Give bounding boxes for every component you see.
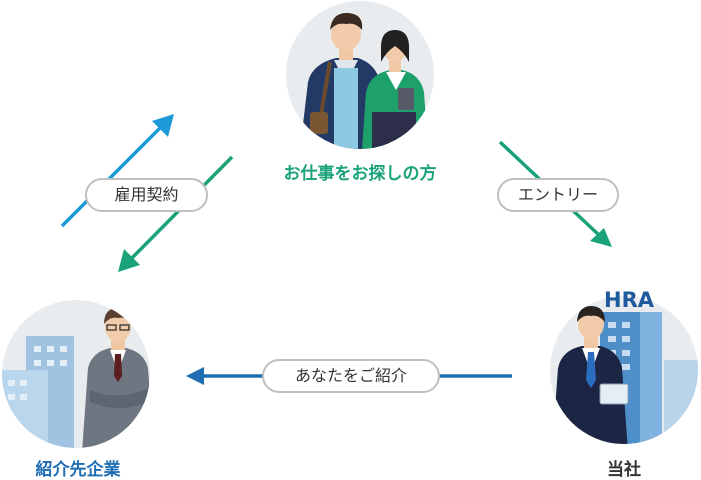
company-illustration: HRA — [550, 288, 698, 444]
company-caption: 当社 — [607, 460, 641, 480]
introduce-arrowhead — [186, 367, 204, 385]
entry-arrowhead — [590, 228, 612, 247]
employment-arrowhead-down — [118, 249, 140, 272]
entry-label: エントリー — [497, 178, 619, 212]
employment-arrowhead-up — [152, 114, 174, 137]
client-company-illustration — [2, 300, 150, 448]
job-seekers-caption: お仕事をお探しの方 — [283, 164, 437, 184]
employment-contract-label: 雇用契約 — [85, 178, 208, 212]
client-company-caption: 紹介先企業 — [35, 460, 121, 480]
employment-arrow-up — [60, 122, 166, 228]
job-seekers-illustration — [286, 1, 434, 149]
company-logo: HRA — [604, 288, 655, 312]
introduce-label: あなたをご紹介 — [262, 359, 440, 393]
